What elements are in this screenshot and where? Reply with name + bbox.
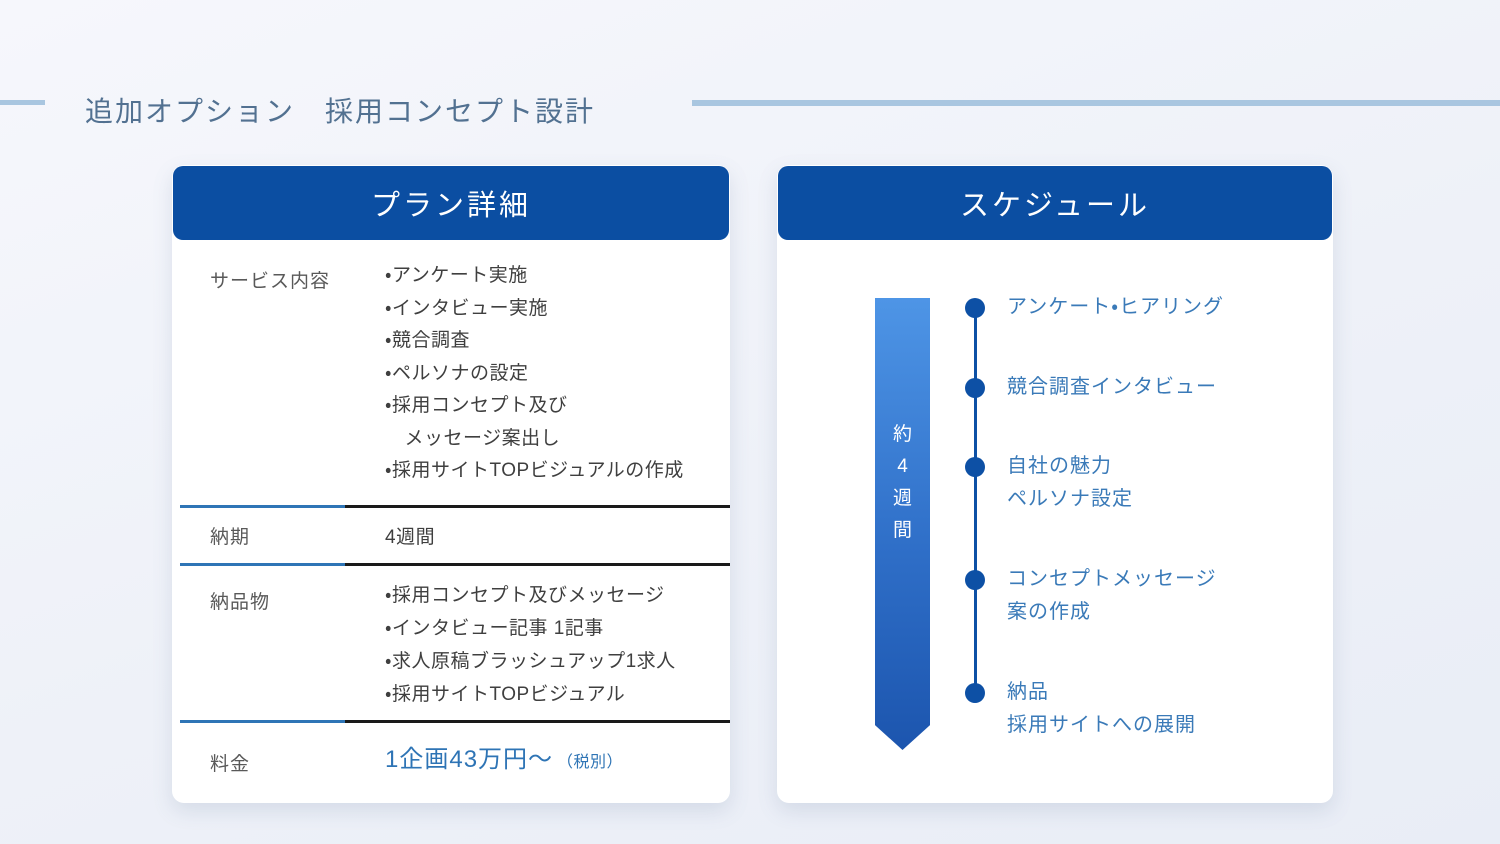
deliverable-item: ・インタビュー記事 1記事 bbox=[385, 617, 604, 639]
row-divider bbox=[180, 562, 730, 566]
deliverables-row: 納品物 ・採用コンセプト及びメッセージ ・インタビュー記事 1記事 ・求人原稿ブ… bbox=[172, 566, 730, 720]
milestone-dot bbox=[965, 683, 985, 703]
deliverables-label: 納品物 bbox=[210, 591, 271, 613]
schedule-card-header: スケジュール bbox=[778, 166, 1332, 240]
service-items: ・アンケート実施 ・インタビュー実施 ・競合調査 ・ペルソナの設定 ・採用コンセ… bbox=[385, 260, 712, 488]
duration-char: 約 bbox=[892, 424, 912, 445]
milestone-line: 採用サイトへの展開 bbox=[1007, 714, 1196, 736]
milestone-dot bbox=[965, 298, 985, 318]
milestone-label: アンケート・ヒアリング bbox=[1007, 291, 1224, 324]
title-rule-left bbox=[0, 100, 45, 105]
deliverable-item: ・求人原稿ブラッシュアップ1求人 bbox=[385, 650, 676, 672]
plan-card-body: サービス内容 ・アンケート実施 ・インタビュー実施 ・競合調査 ・ペルソナの設定… bbox=[172, 240, 730, 803]
price-label: 料金 bbox=[210, 753, 251, 775]
milestone-dot bbox=[965, 378, 985, 398]
delivery-label: 納期 bbox=[210, 526, 251, 548]
plan-card-header: プラン詳細 bbox=[173, 166, 729, 240]
milestone: 納品 採用サイトへの展開 bbox=[965, 681, 1195, 736]
milestone-line: 自社の魅力 bbox=[1007, 455, 1112, 477]
milestone-label: コンセプトメッセージ 案の作成 bbox=[1007, 563, 1217, 629]
service-item: ・アンケート実施 bbox=[385, 265, 528, 286]
service-item: ・競合調査 bbox=[385, 330, 470, 351]
duration-arrow: 約 4 週 間 bbox=[875, 298, 930, 750]
service-row: サービス内容 ・アンケート実施 ・インタビュー実施 ・競合調査 ・ペルソナの設定… bbox=[172, 240, 730, 505]
milestone-label: 自社の魅力 ペルソナ設定 bbox=[1007, 450, 1133, 516]
row-divider bbox=[180, 719, 730, 723]
delivery-row: 納期 4週間 bbox=[172, 508, 730, 563]
milestone-dot bbox=[965, 457, 985, 477]
delivery-value: 4週間 bbox=[385, 526, 436, 548]
price-amount: 1企画43万円～ bbox=[385, 745, 554, 773]
milestone: コンセプトメッセージ 案の作成 bbox=[965, 568, 1216, 623]
milestone: アンケート・ヒアリング bbox=[965, 296, 1223, 318]
plan-card-title: プラン詳細 bbox=[370, 190, 531, 222]
schedule-timeline: 約 4 週 間 アンケート・ヒアリング 競合調査インタビュー bbox=[777, 165, 1333, 803]
service-item: ・採用コンセプト及び bbox=[385, 395, 568, 416]
schedule-card: スケジュール 約 4 週 間 アンケート・ヒアリング 競合調査インタビュー bbox=[777, 165, 1333, 803]
milestone-line: 納品 bbox=[1007, 681, 1049, 703]
price-tax-note: （税別） bbox=[557, 753, 624, 771]
milestone: 競合調査インタビュー bbox=[965, 376, 1216, 398]
milestone: 自社の魅力 ペルソナ設定 bbox=[965, 455, 1132, 510]
milestone-line: コンセプトメッセージ bbox=[1007, 568, 1217, 590]
title-rule-right bbox=[692, 100, 1500, 106]
duration-char: 週 bbox=[892, 488, 912, 509]
service-item: ・インタビュー実施 bbox=[385, 297, 548, 319]
duration-char: 間 bbox=[892, 520, 912, 541]
milestone-dot bbox=[965, 570, 985, 590]
milestone-line: アンケート・ヒアリング bbox=[1007, 296, 1224, 318]
page-title: 追加オプション 採用コンセプト設計 bbox=[85, 96, 596, 127]
row-divider bbox=[180, 504, 730, 508]
milestone-label: 競合調査インタビュー bbox=[1007, 371, 1217, 404]
milestone-line: 案の作成 bbox=[1007, 601, 1091, 623]
timeline-connector bbox=[974, 308, 977, 693]
deliverable-item: ・採用コンセプト及びメッセージ bbox=[385, 584, 665, 606]
service-item: ・ペルソナの設定 bbox=[385, 362, 529, 384]
service-label: サービス内容 bbox=[210, 271, 331, 292]
schedule-card-title: スケジュール bbox=[960, 190, 1150, 222]
deliverable-item: ・採用サイトTOPビジュアル bbox=[385, 683, 626, 705]
service-item: メッセージ案出し bbox=[385, 427, 561, 449]
price-row: 料金 1企画43万円～（税別） bbox=[172, 723, 730, 780]
deliverables-items: ・採用コンセプト及びメッセージ ・インタビュー記事 1記事 ・求人原稿ブラッシュ… bbox=[385, 579, 712, 711]
service-item: ・採用サイトTOPビジュアルの作成 bbox=[385, 460, 684, 481]
milestone-label: 納品 採用サイトへの展開 bbox=[1007, 676, 1196, 742]
duration-char: 4 bbox=[897, 456, 908, 477]
plan-card: プラン詳細 サービス内容 ・アンケート実施 ・インタビュー実施 ・競合調査 ・ペ… bbox=[172, 165, 730, 803]
milestone-line: 競合調査インタビュー bbox=[1007, 376, 1217, 398]
price-value: 1企画43万円～（税別） bbox=[385, 744, 712, 780]
milestone-line: ペルソナ設定 bbox=[1007, 488, 1133, 510]
